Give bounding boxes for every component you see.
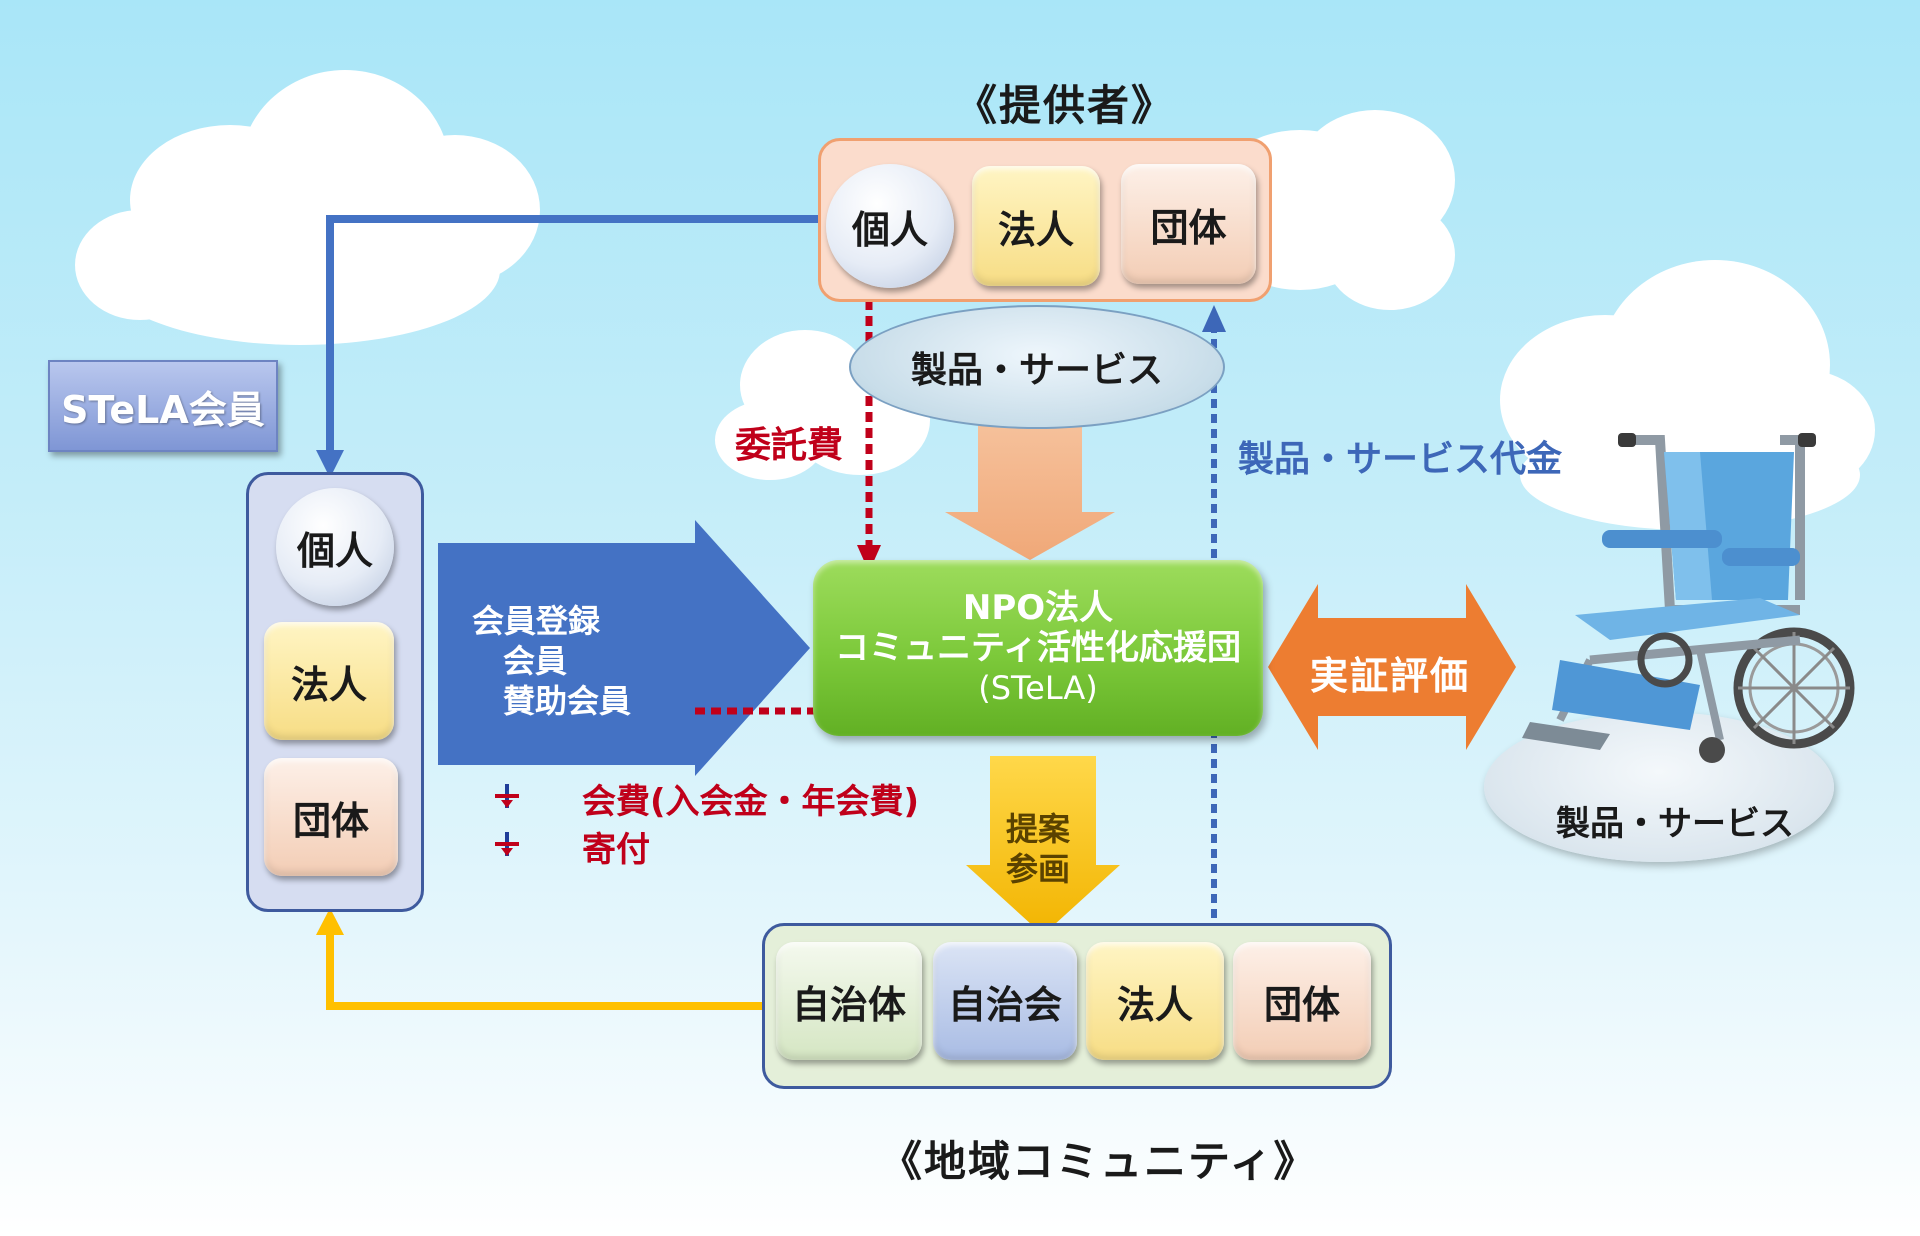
- consignment-arrowhead: [857, 545, 881, 572]
- registration-label-2: 会員: [503, 642, 568, 680]
- provider-title: 《提供者》: [955, 81, 1176, 130]
- product-label: 製品・サービス: [1556, 804, 1794, 844]
- provider-individual[interactable]: 個人: [826, 164, 954, 288]
- proposal-label-1: 提案: [1006, 810, 1071, 848]
- evaluation-label: 実証評価: [1310, 654, 1471, 698]
- community-to-members-line: [326, 930, 762, 1010]
- community-organization[interactable]: 団体: [1233, 942, 1371, 1060]
- registration-label-3: 賛助会員: [503, 682, 632, 720]
- community-title: 《地域コミュニティ》: [880, 1137, 1318, 1186]
- provider-product-ellipse: 製品・サービス: [849, 305, 1225, 429]
- npo-box: NPO法人 コミュニティ活性化応援団 (STeLA): [813, 560, 1263, 736]
- proposal-label-2: 参画: [1006, 850, 1071, 888]
- provider-corporation[interactable]: 法人: [972, 166, 1100, 286]
- provider-to-members-line: [326, 215, 825, 455]
- provider-to-members-arrowhead: [316, 450, 344, 478]
- provider-organization[interactable]: 団体: [1121, 164, 1256, 284]
- cloud-middle: [715, 330, 930, 480]
- consignment-fee-label: 委託費: [735, 425, 844, 466]
- stela-member-badge: STeLA会員: [48, 360, 278, 452]
- member-individual[interactable]: 個人: [276, 488, 394, 606]
- registration-label-1: 会員登録: [472, 602, 601, 640]
- proposal-arrow: [966, 756, 1120, 935]
- npo-name: コミュニティ活性化応援団: [835, 628, 1241, 668]
- evaluation-double-arrow: [1268, 584, 1516, 750]
- community-neighborhood-association[interactable]: 自治会: [933, 942, 1077, 1060]
- community-municipality[interactable]: 自治体: [776, 942, 922, 1060]
- member-organization[interactable]: 団体: [264, 758, 398, 876]
- payment-arrowhead: [1202, 305, 1226, 332]
- fee-label: 会費(入会金・年会費): [582, 782, 920, 822]
- donation-label: 寄付: [582, 830, 650, 870]
- npo-title: NPO法人: [962, 588, 1114, 628]
- community-corporation[interactable]: 法人: [1086, 942, 1224, 1060]
- fee-bullet-icon: [495, 784, 519, 808]
- member-corporation[interactable]: 法人: [264, 622, 394, 740]
- npo-abbreviation: (STeLA): [978, 669, 1098, 707]
- product-to-npo-arrow: [945, 412, 1115, 560]
- payment-label: 製品・サービス代金: [1238, 439, 1563, 480]
- community-to-members-arrowhead: [316, 908, 344, 935]
- donation-bullet-icon: [495, 832, 519, 856]
